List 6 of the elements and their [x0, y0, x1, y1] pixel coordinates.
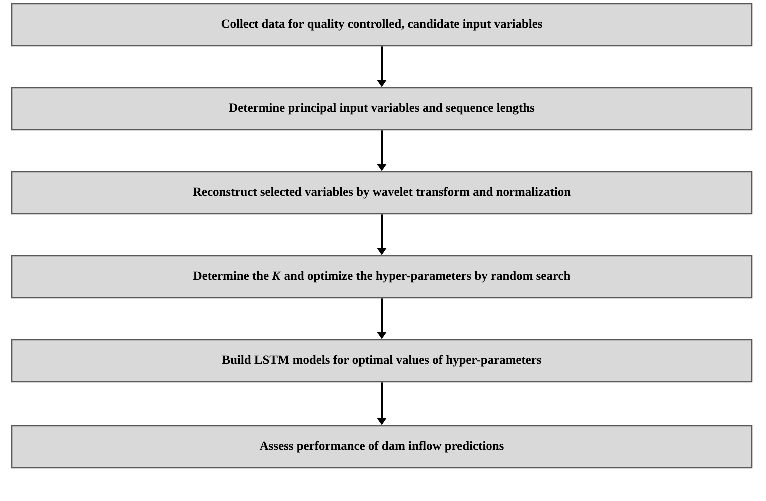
process-box: Assess performance of dam inflow predictions — [11, 425, 753, 469]
process-box: Determine principal input variables and sequence lengths — [11, 87, 753, 131]
process-box: Collect data for quality controlled, candidate input variables — [11, 3, 753, 47]
process-box: Reconstruct selected variables by wavelet transform and normalization — [11, 171, 753, 215]
process-box: Build LSTM models for optimal values of hyper-parameters — [11, 339, 753, 383]
process-box: Determine the K and optimize the hyper-parameters by random search — [11, 255, 753, 299]
